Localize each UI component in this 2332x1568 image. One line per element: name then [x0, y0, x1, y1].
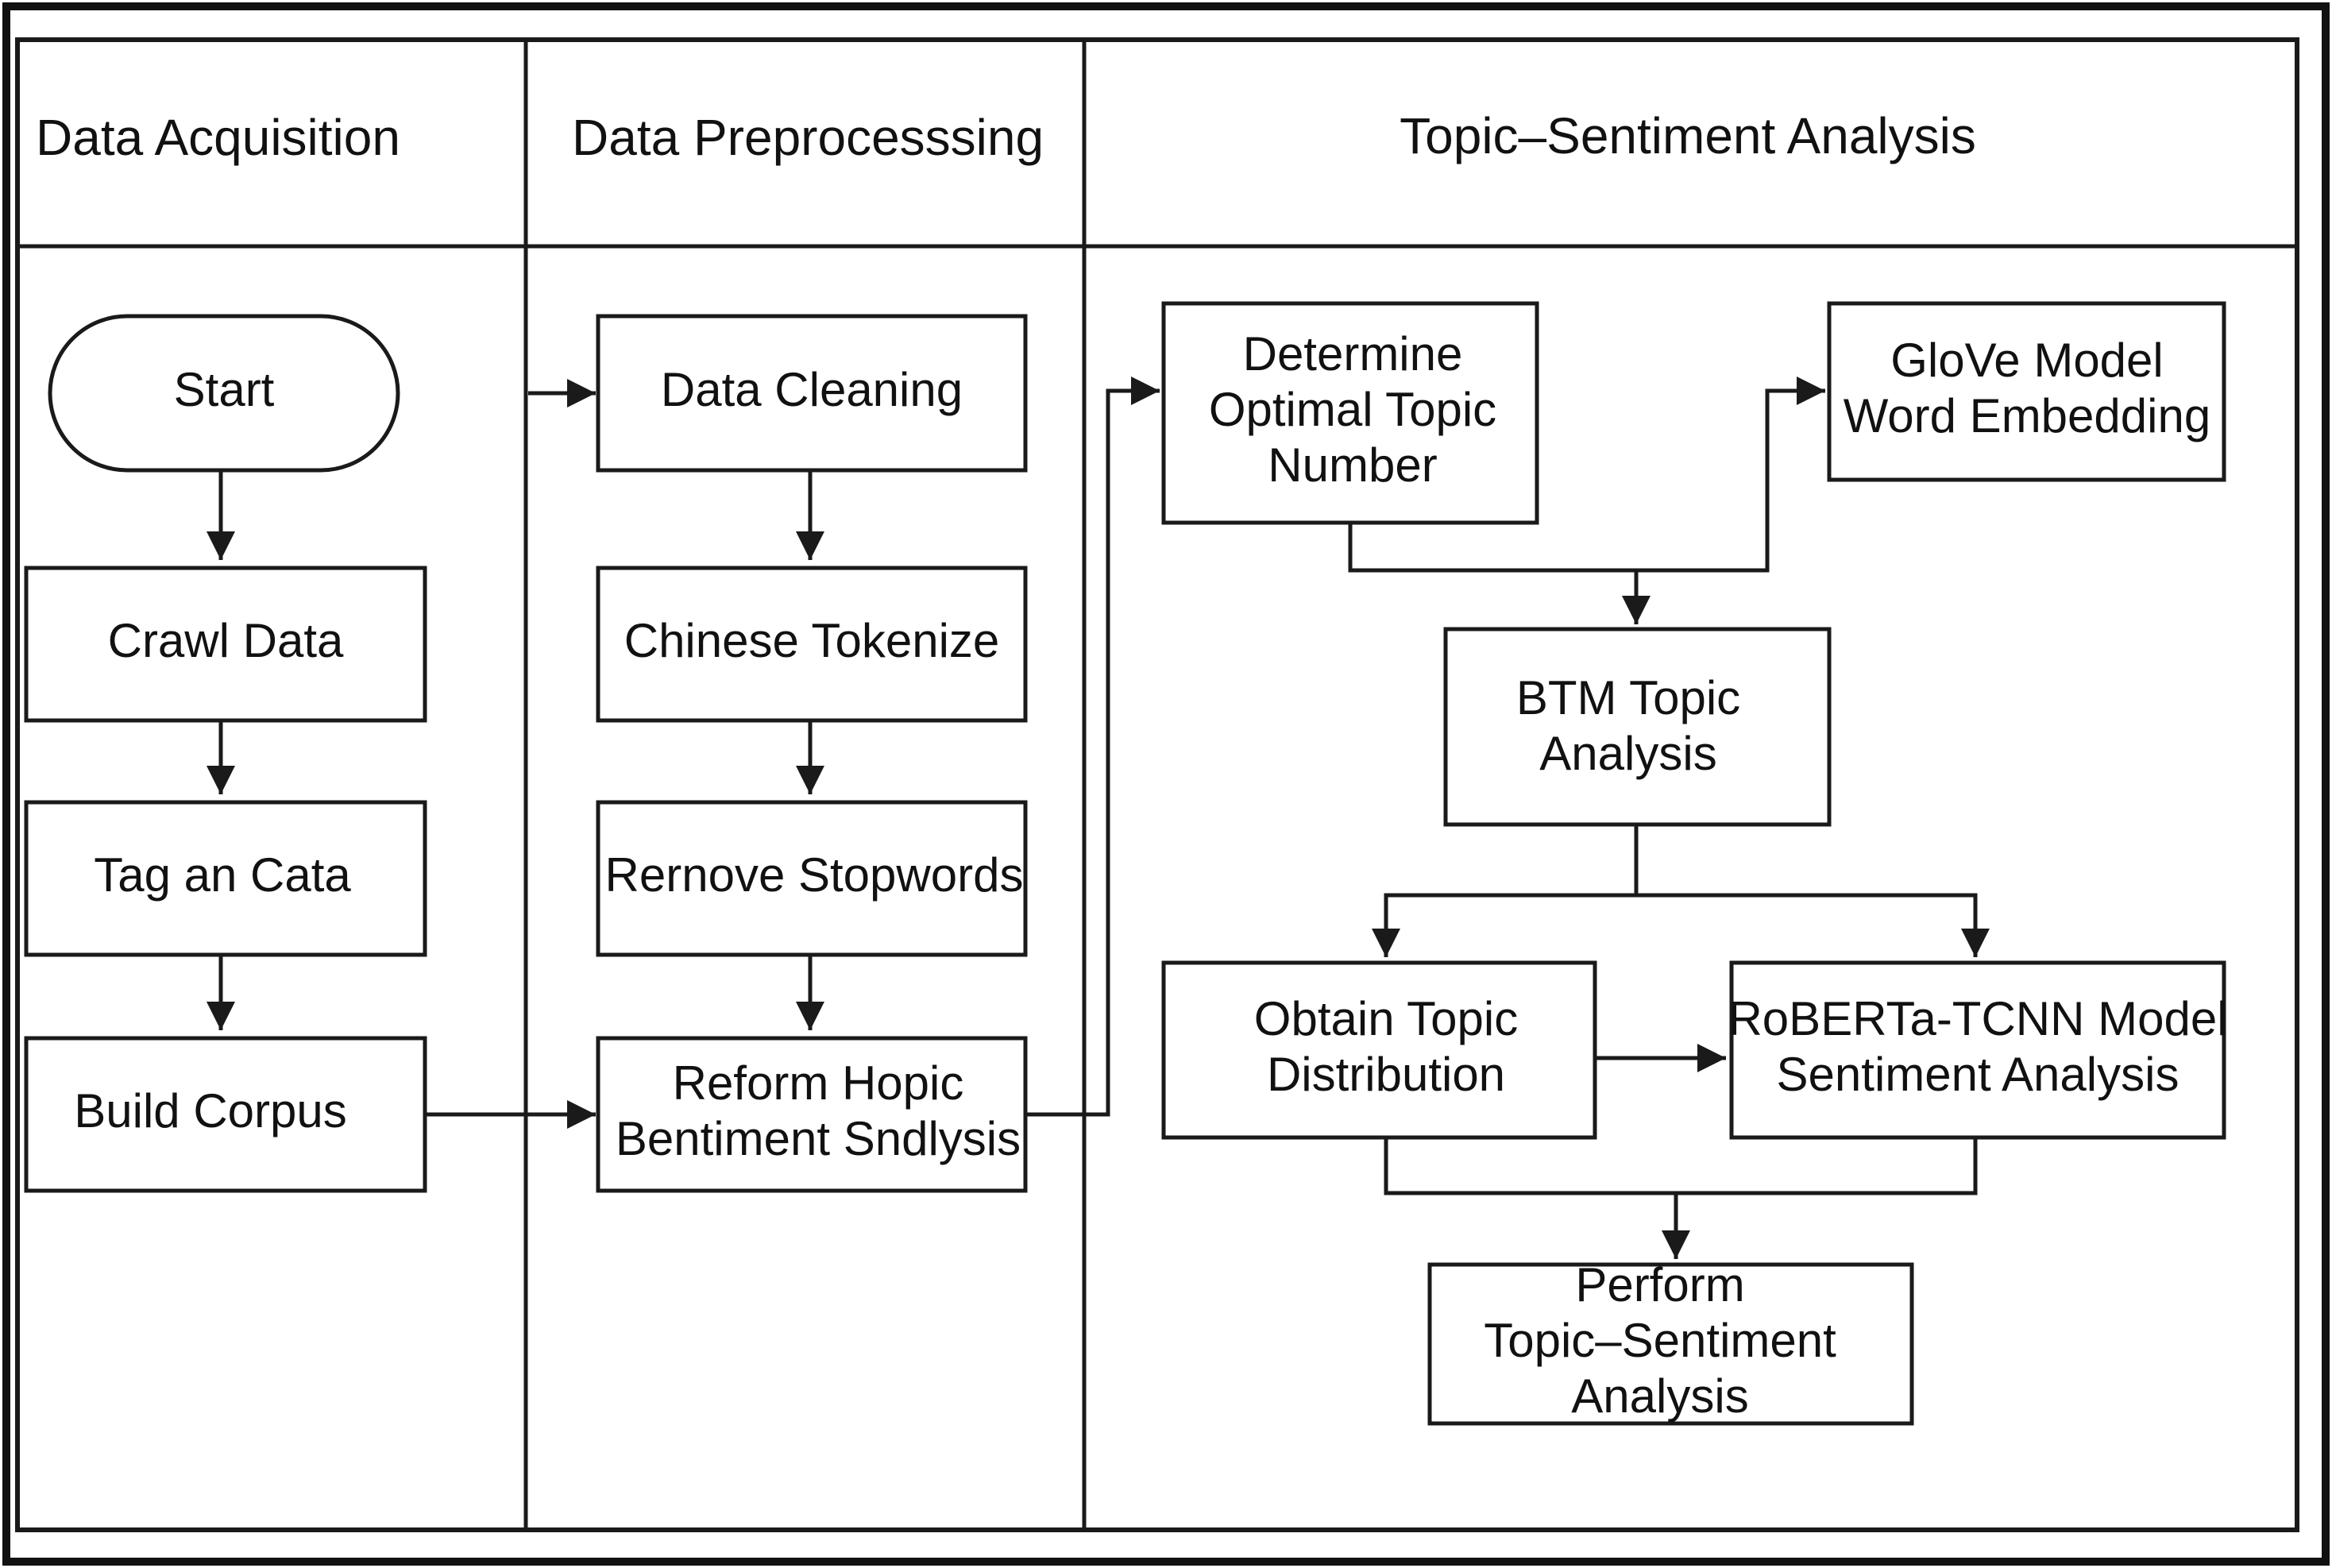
node-label-line: GloVe Model — [1890, 334, 2164, 387]
node-label-line: Determine — [1243, 327, 1463, 380]
node-label-line: Analysis — [1539, 727, 1716, 780]
node-crawl-data-label: Crawl Data — [108, 614, 344, 667]
node-chinese-tokenize-label: Chinese Tokenize — [624, 614, 1000, 667]
node-tag-data: Tag an Cata — [24, 800, 427, 957]
node-start-label: Start — [174, 363, 275, 416]
node-label-line: Tag an Cata — [94, 848, 351, 902]
nodes: Start Crawl Data Tag an Cata Build Corpu… — [24, 301, 2228, 1426]
connector-merge-bottom — [1384, 1137, 1978, 1195]
node-label-line: BTM Topic — [1516, 671, 1740, 724]
node-label-line: Data Cleaning — [661, 363, 963, 416]
connector-determine-to-junction — [1348, 377, 1825, 573]
node-remove-stopwords: Rernove Stopwords — [596, 800, 1028, 957]
connectors — [206, 377, 1990, 1259]
node-tag-data-label: Tag an Cata — [94, 848, 351, 902]
node-label-line: Analysis — [1571, 1369, 1748, 1423]
node-label-line: Chinese Tokenize — [624, 614, 1000, 667]
arrow-reform-to-determine — [1026, 377, 1160, 1117]
node-label-line: Start — [174, 363, 275, 416]
node-label-line: Crawl Data — [108, 614, 344, 667]
node-build-corpus: Build Corpus — [24, 1036, 427, 1193]
node-label-line: Optimal Topic — [1209, 383, 1496, 436]
arrow-btm-to-roberta — [1636, 893, 1990, 957]
node-label-line: Bentiment Sndlysis — [616, 1112, 1021, 1165]
node-label-line: Perform — [1575, 1258, 1744, 1311]
node-label-line: RoBERTa-TCNN Model — [1728, 992, 2227, 1045]
node-remove-stopwords-label: Rernove Stopwords — [605, 848, 1024, 902]
node-data-cleaning-label: Data Cleaning — [661, 363, 963, 416]
node-label-line: Obtain Topic — [1254, 992, 1518, 1045]
node-label-line: Build Corpus — [74, 1084, 347, 1137]
node-start: Start — [48, 314, 400, 473]
connector-btm-split — [1371, 825, 1639, 957]
node-label-line: Distribution — [1267, 1048, 1505, 1101]
node-crawl-data: Crawl Data — [24, 566, 427, 723]
node-data-cleaning: Data Cleaning — [596, 314, 1028, 473]
lane-title-acquisition: Data Acquisition — [36, 109, 400, 166]
node-label-line: Number — [1268, 438, 1437, 492]
node-build-corpus-label: Build Corpus — [74, 1084, 347, 1137]
node-label-line: Reform Hopic — [673, 1056, 964, 1110]
node-label-line: Rernove Stopwords — [605, 848, 1024, 902]
lane-title-preprocessing: Data Preprocesssing — [572, 109, 1044, 166]
node-label-line: Topic–Sentiment — [1484, 1314, 1836, 1367]
inner-frame — [15, 37, 2299, 1532]
node-chinese-tokenize: Chinese Tokenize — [596, 566, 1028, 723]
lane-title-analysis: Topic–Sentiment Analysis — [1400, 107, 1976, 164]
node-label-line: Word Embedding — [1844, 389, 2210, 442]
node-label-line: Sentiment Analysis — [1777, 1048, 2179, 1101]
